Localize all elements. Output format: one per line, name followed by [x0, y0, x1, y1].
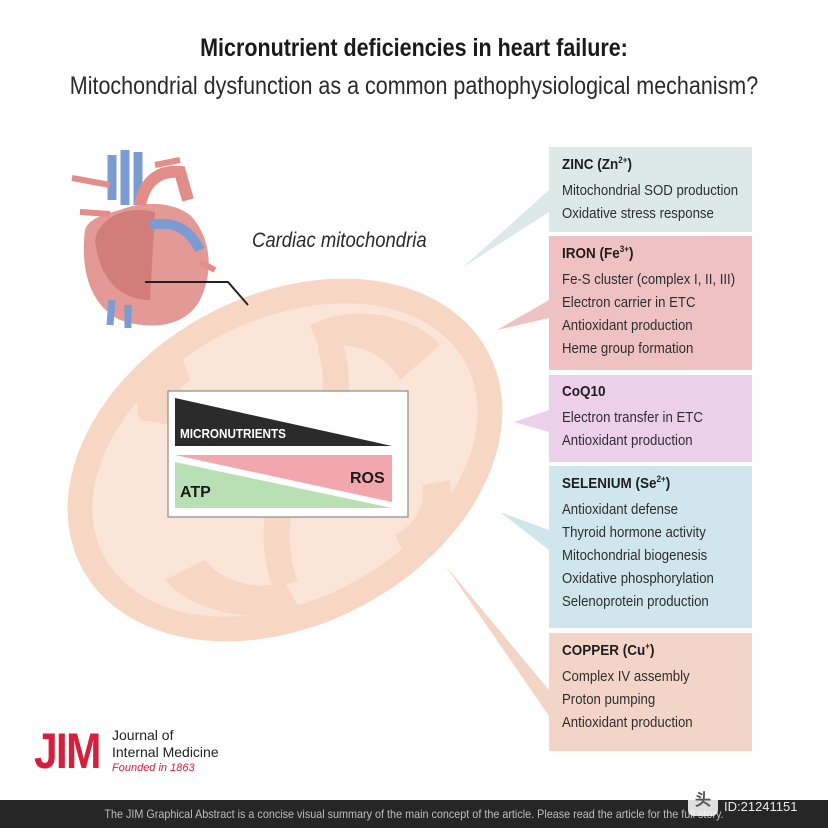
connector-wedges: [445, 190, 549, 716]
cardiac-mitochondria-label: Cardiac mitochondria: [252, 229, 427, 252]
copper-item: Antioxidant production: [562, 714, 693, 731]
jim-logo: JIM: [34, 723, 101, 779]
zinc-item: Oxidative stress response: [562, 205, 714, 222]
balance-legend: [167, 390, 409, 518]
iron-connector: [497, 300, 549, 330]
watermark-icon: 头: [688, 786, 718, 816]
ros-label: ROS: [350, 470, 385, 487]
selenium-item: Mitochondrial biogenesis: [562, 547, 708, 564]
selenium-box: SELENIUM (Se2+) Antioxidant defense Thyr…: [549, 466, 752, 628]
footer-text: The JIM Graphical Abstract is a concise …: [104, 807, 724, 821]
copper-box: COPPER (Cu+) Complex IV assembly Proton …: [549, 633, 752, 751]
iron-box: IRON (Fe3+) Fe-S cluster (complex I, II,…: [549, 236, 752, 370]
iron-item: Heme group formation: [562, 340, 694, 357]
zinc-heading: ZINC (Zn2+): [562, 155, 632, 173]
selenium-heading: SELENIUM (Se2+): [562, 474, 671, 492]
watermark-name: 杨进刚: [724, 786, 764, 801]
page-title: Micronutrient deficiencies in heart fail…: [200, 34, 628, 62]
founded-label: Founded in 1863: [112, 762, 195, 774]
ros-wedge: [175, 455, 392, 502]
micronutrients-label: MICRONUTRIENTS: [180, 426, 286, 441]
iron-item: Electron carrier in ETC: [562, 294, 696, 311]
zinc-connector: [462, 190, 549, 268]
watermark-id: ID:21241151: [724, 799, 798, 814]
zinc-box: ZINC (Zn2+) Mitochondrial SOD production…: [549, 147, 752, 232]
copper-item: Proton pumping: [562, 691, 656, 708]
iron-heading: IRON (Fe3+): [562, 244, 634, 262]
coq10-item: Antioxidant production: [562, 432, 693, 449]
coq10-connector: [514, 410, 549, 432]
heart-anatomy-icon: [71, 150, 217, 328]
selenium-item: Oxidative phosphorylation: [562, 570, 714, 587]
selenium-item: Selenoprotein production: [562, 593, 709, 610]
copper-heading: COPPER (Cu+): [562, 641, 655, 659]
zinc-item: Mitochondrial SOD production: [562, 182, 739, 199]
iron-item: Antioxidant production: [562, 317, 693, 334]
coq10-item: Electron transfer in ETC: [562, 409, 703, 426]
selenium-connector: [500, 512, 549, 550]
coq10-box: CoQ10 Electron transfer in ETC Antioxida…: [549, 375, 752, 462]
micronutrients-wedge: [175, 398, 392, 446]
coq10-heading: CoQ10: [562, 383, 606, 400]
selenium-item: Antioxidant defense: [562, 501, 678, 518]
selenium-item: Thyroid hormone activity: [562, 524, 706, 541]
atp-wedge: [175, 462, 392, 508]
copper-item: Complex IV assembly: [562, 668, 690, 685]
journal-name: Journal of Internal Medicine: [112, 727, 219, 760]
page-subtitle: Mitochondrial dysfunction as a common pa…: [69, 72, 759, 100]
copper-connector: [445, 565, 549, 716]
heart-pointer-line: [145, 281, 249, 306]
iron-item: Fe-S cluster (complex I, II, III): [562, 271, 736, 288]
atp-label: ATP: [180, 484, 211, 501]
